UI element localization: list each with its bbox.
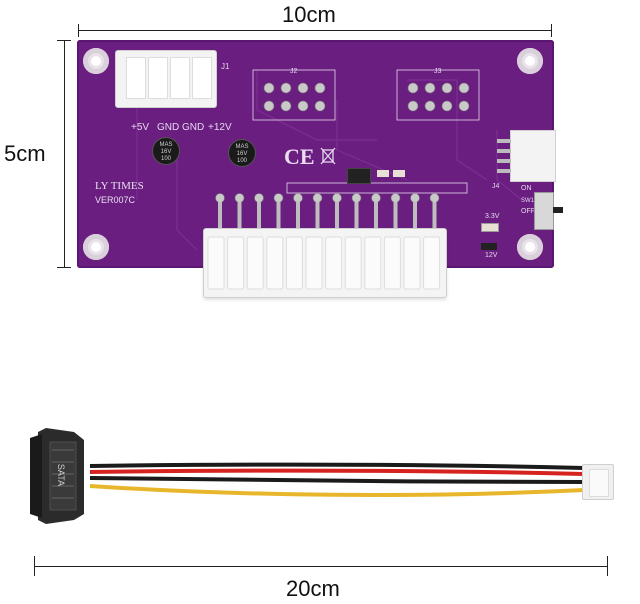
bottom-dimension-label: 20cm: [286, 576, 340, 601]
led-12v: [481, 243, 497, 250]
atx-pin-leg: [315, 202, 320, 236]
mounting-hole-bottom-left: [83, 234, 109, 260]
left-dimension-label: 5cm: [4, 141, 46, 166]
capacitor-c1-text-3: 100: [160, 156, 171, 162]
version-label: VER007C: [95, 195, 136, 205]
smd-resistor-2: [393, 170, 405, 177]
top-dimension-line: [78, 30, 552, 31]
atx-pin-row: [209, 190, 449, 236]
on-label: ON: [521, 185, 532, 192]
led-33v: [481, 223, 499, 232]
atx-24pin-connector: [203, 228, 447, 298]
mounting-hole-top-right: [517, 48, 543, 74]
atx-pin-leg: [432, 202, 437, 236]
molex-label-gnd-1: GND: [157, 122, 180, 133]
bottom-dimension-line: [34, 566, 608, 567]
atx-pin-solder: [429, 193, 440, 203]
j2-label: J2: [290, 68, 298, 75]
atx-pin-leg: [335, 202, 339, 236]
atx-pin-leg: [276, 202, 281, 236]
led-label-12v: 12V: [485, 252, 498, 259]
capacitor-c2-text-3: 100: [236, 158, 247, 164]
atx-pin-leg: [237, 202, 242, 236]
atx-housing-cavity: [207, 236, 225, 290]
j4-label: J4: [492, 183, 500, 190]
capacitor-c1: MAS 16V 100: [153, 138, 179, 164]
atx-pin-leg: [218, 202, 222, 236]
cable-wires: [89, 462, 585, 497]
atx-housing-cavity: [246, 236, 264, 290]
left-dimension-tick-top: [57, 40, 71, 41]
molex-label-gnd-2: GND: [182, 122, 205, 133]
atx-pin-leg: [374, 202, 378, 236]
capacitor-c2: MAS 16V 100: [229, 140, 255, 166]
atx-pin-solder: [332, 193, 342, 203]
top-dimension-label: 10cm: [282, 2, 336, 27]
atx-pin-solder: [293, 193, 303, 203]
bottom-dimension-tick-right: [607, 556, 608, 576]
capacitor-c1-text-1: MAS: [159, 142, 173, 148]
atx-housing-cavity: [364, 236, 382, 290]
atx-housing-cavity: [227, 236, 245, 290]
ce-mark: CE: [284, 144, 315, 169]
capacitor-c2-text-1: MAS: [235, 144, 249, 150]
weee-icon: [320, 146, 336, 166]
atx-pin-leg: [296, 202, 300, 236]
mounting-hole-top-left: [83, 48, 109, 74]
atx-housing-cavity: [383, 236, 401, 290]
atx-housing-cavity: [325, 236, 343, 290]
molex-label-5v: +5V: [131, 122, 150, 133]
molex-label-12v: +12V: [208, 122, 232, 133]
power-switch[interactable]: [534, 192, 563, 230]
fan-connector: [497, 130, 556, 182]
mounting-hole-bottom-right: [517, 234, 543, 260]
atx-pin-solder: [273, 193, 284, 203]
atx-housing-cavity: [266, 236, 284, 290]
sata-connector: SATA: [28, 428, 92, 524]
atx-pin-solder: [254, 193, 264, 203]
atx-pin-leg: [257, 202, 261, 236]
switch-label: SW1: [521, 198, 535, 204]
j3-label: J3: [434, 68, 442, 75]
pin-header-j3: [403, 78, 473, 116]
smd-resistor-1: [377, 170, 389, 177]
atx-housing-cavity: [305, 236, 323, 290]
atx-housing-cavity: [285, 236, 303, 290]
sata-connector-label: SATA: [56, 463, 67, 487]
atx-housing-cavity: [344, 236, 362, 290]
atx-pin-solder: [215, 193, 225, 203]
bottom-dimension-tick-left: [34, 556, 35, 576]
brand-label: LY TIMES: [95, 180, 144, 192]
top-dimension-tick-right: [551, 24, 552, 37]
atx-housing-cavity: [423, 236, 441, 290]
off-label: OFF: [521, 208, 535, 215]
atx-pin-solder: [390, 193, 401, 203]
small-white-connector: [582, 464, 614, 500]
pin-header-j2: [259, 78, 329, 116]
led-label-33v: 3.3V: [485, 213, 500, 220]
atx-pin-leg: [354, 202, 359, 236]
atx-pin-solder: [351, 193, 362, 203]
left-dimension-tick-bottom: [57, 267, 71, 268]
atx-housing-cavity: [403, 236, 421, 290]
molex-connector: [115, 50, 217, 108]
capacitor-c1-text-2: 16V: [160, 149, 172, 155]
atx-pin-leg: [393, 202, 398, 236]
atx-pin-solder: [234, 193, 245, 203]
j1-label: J1: [221, 62, 230, 71]
smd-chip: [347, 168, 371, 184]
atx-pin-solder: [410, 193, 420, 203]
left-dimension-line: [64, 40, 65, 268]
top-dimension-tick-left: [78, 24, 79, 37]
atx-pin-solder: [371, 193, 381, 203]
atx-pin-leg: [413, 202, 417, 236]
capacitor-c2-text-2: 16V: [236, 151, 248, 157]
atx-pin-solder: [312, 193, 323, 203]
